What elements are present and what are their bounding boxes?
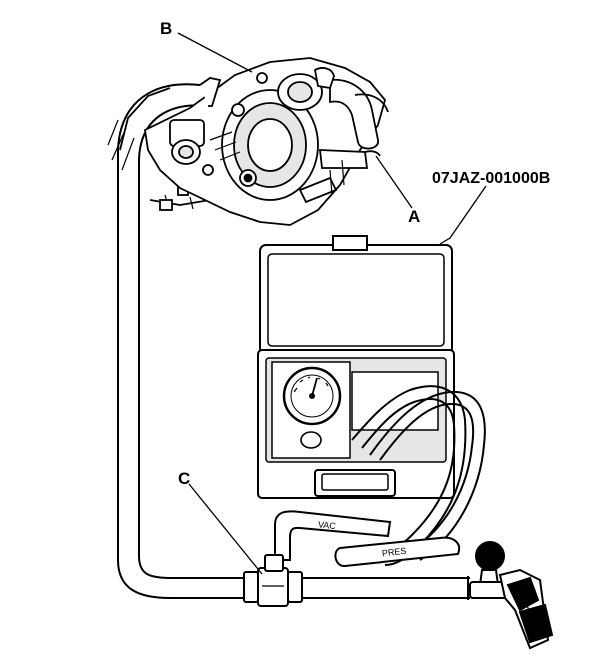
vac-hose-label: VAC <box>318 519 337 531</box>
release-knob-icon <box>300 431 322 449</box>
hand-vacuum-pump <box>469 541 554 650</box>
callout-c: C <box>178 469 190 488</box>
tool-part-number: 07JAZ-001000B <box>432 170 550 187</box>
pres-hose <box>334 536 460 567</box>
leader-lines <box>177 32 487 575</box>
throttle-body-assembly <box>107 57 389 226</box>
vacuum-pressure-tester-case <box>257 235 455 499</box>
vac-hose <box>274 510 392 561</box>
vacuum-line-hose <box>117 83 470 600</box>
callout-b: B <box>160 19 172 38</box>
tee-fitting <box>243 554 303 607</box>
callout-a: A <box>408 207 420 226</box>
gauge-dial-icon <box>282 366 342 426</box>
pres-hose-label: PRES <box>381 546 406 559</box>
